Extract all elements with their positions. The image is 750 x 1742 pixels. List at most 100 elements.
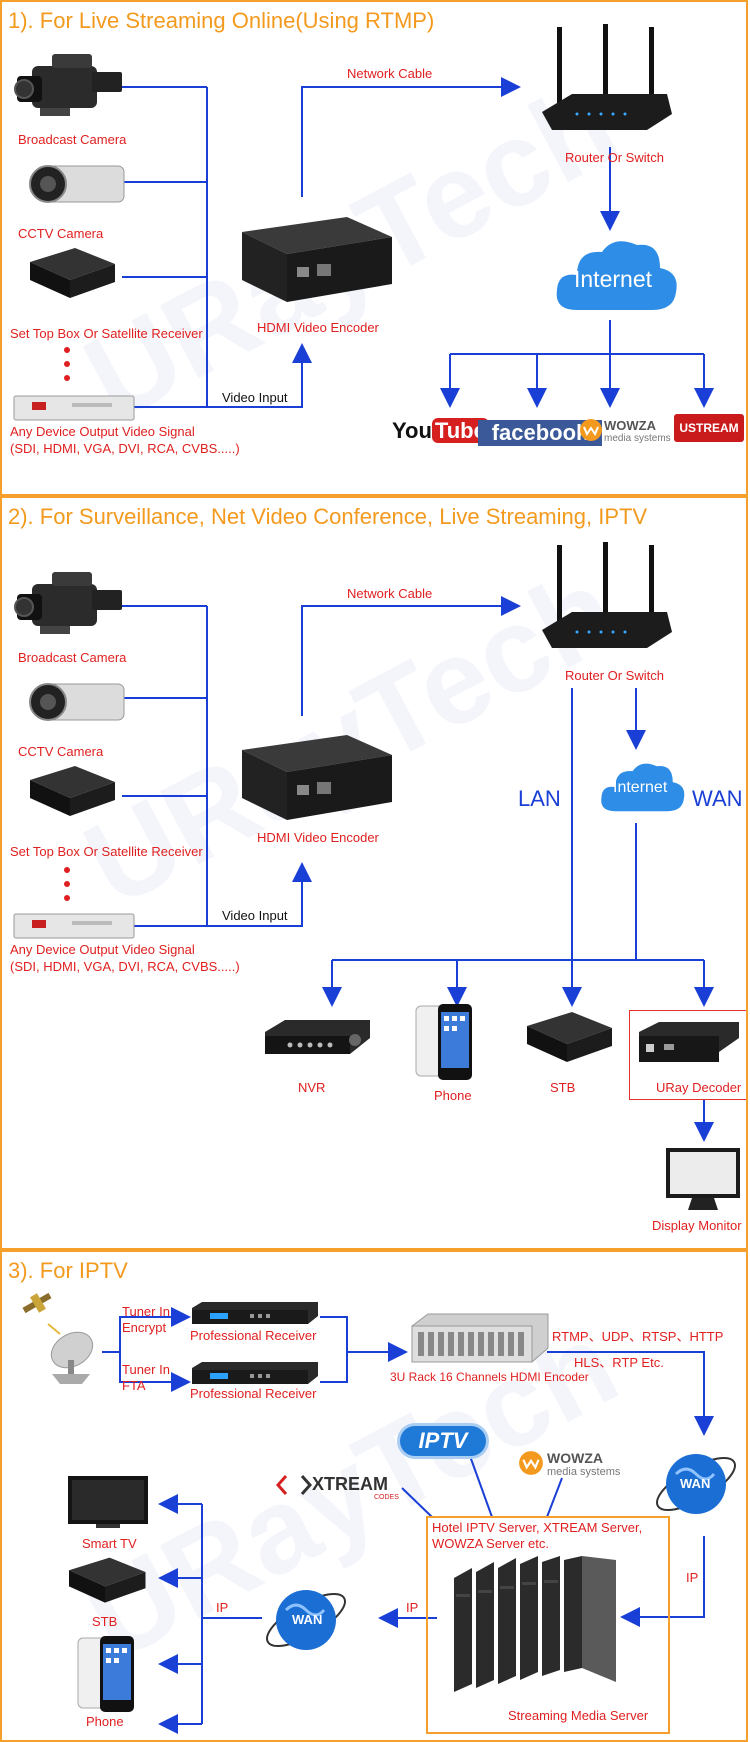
smart-tv-icon xyxy=(68,1476,148,1528)
output-label: Phone xyxy=(434,1088,472,1103)
source-label: Broadcast Camera xyxy=(18,650,127,665)
encoder-label: HDMI Video Encoder xyxy=(257,830,379,845)
output-label: Phone xyxy=(86,1714,124,1729)
rack-encoder-icon xyxy=(411,1313,549,1363)
xtream-icon xyxy=(276,1475,312,1495)
wowza-logo: WOWZA xyxy=(604,418,656,433)
any-device-line1: Any Device Output Video Signal xyxy=(10,942,195,957)
xtream-logo: XTREAM xyxy=(312,1474,388,1494)
display-monitor-icon xyxy=(666,1148,740,1210)
wan-globe-icon xyxy=(266,1590,346,1650)
dvd-device-icon xyxy=(13,395,135,421)
wowza-logo: WOWZA xyxy=(547,1450,603,1466)
encoder-label: HDMI Video Encoder xyxy=(257,320,379,335)
receiver-label: Professional Receiver xyxy=(190,1328,317,1343)
stb-icon xyxy=(69,1557,146,1603)
stb-icon xyxy=(527,1012,612,1062)
dvd-device-icon xyxy=(13,913,135,939)
section-1-wires xyxy=(64,77,714,408)
tuner-encrypt-1: Tuner In xyxy=(122,1304,170,1319)
section-2-wires xyxy=(64,596,714,1142)
output-label: STB xyxy=(550,1080,576,1095)
section-3-title: 3). For IPTV xyxy=(8,1258,128,1283)
network-cable-label: Network Cable xyxy=(347,586,433,601)
ustream-logo: USTREAM xyxy=(674,414,744,442)
router-icon xyxy=(542,24,672,130)
any-device-line2: (SDI, HDMI, VGA, DVI, RCA, CVBS.....) xyxy=(10,959,240,974)
ip-label: IP xyxy=(216,1600,229,1615)
youtube-you: You xyxy=(392,418,432,443)
section-3-panel: 3). For IPTV URayTech xyxy=(0,1250,748,1742)
section-1-panel: 1). For Live Streaming Online(Using RTMP… xyxy=(0,0,748,496)
server-name: Streaming Media Server xyxy=(508,1708,649,1723)
rack-label: 3U Rack 16 Channels HDMI Encoder xyxy=(390,1370,589,1384)
protocols-line1: RTMP、UDP、RTSP、HTTP xyxy=(552,1329,724,1344)
nvr-icon xyxy=(265,1020,370,1054)
output-label: Smart TV xyxy=(82,1536,137,1551)
tuner-encrypt-2: Encrypt xyxy=(122,1320,167,1335)
cctv-camera-icon xyxy=(29,165,125,203)
router-label: Router Or Switch xyxy=(565,668,664,683)
phone-icon xyxy=(77,1636,134,1712)
protocols-line2: HLS、RTP Etc. xyxy=(574,1355,664,1370)
server-line1: Hotel IPTV Server, XTREAM Server, xyxy=(432,1520,643,1535)
source-label: Set Top Box Or Satellite Receiver xyxy=(10,844,203,859)
section-2-panel: 2). For Surveillance, Net Video Conferen… xyxy=(0,496,748,1250)
iptv-badge: IPTV xyxy=(400,1426,486,1456)
any-device-line1: Any Device Output Video Signal xyxy=(10,424,195,439)
video-input-label: Video Input xyxy=(222,908,288,923)
xtream-sub: CODES xyxy=(374,1494,399,1501)
wowza-sub: media systems xyxy=(604,433,671,444)
section-2-title: 2). For Surveillance, Net Video Conferen… xyxy=(8,504,648,529)
server-box xyxy=(426,1516,670,1734)
wowza-icon xyxy=(580,419,602,441)
router-label: Router Or Switch xyxy=(565,150,664,165)
router-icon xyxy=(542,542,672,648)
wan-label: WAN xyxy=(680,1476,711,1491)
uray-decoder-icon xyxy=(639,1022,739,1062)
ip-label: IP xyxy=(686,1570,699,1585)
source-label: CCTV Camera xyxy=(18,744,104,759)
ip-label: IP xyxy=(406,1600,419,1615)
internet-label: Internet xyxy=(574,266,652,292)
phone-icon xyxy=(415,1004,472,1080)
cctv-camera-icon xyxy=(29,683,125,721)
wan-label: WAN xyxy=(292,1612,323,1627)
professional-receiver-icon xyxy=(192,1362,318,1384)
server-rack-icon xyxy=(454,1556,616,1692)
server-line2: WOWZA Server etc. xyxy=(432,1536,550,1551)
receiver-label: Professional Receiver xyxy=(190,1386,317,1401)
broadcast-camera-icon xyxy=(14,572,122,634)
set-top-box-icon xyxy=(30,248,115,298)
satellite-dish-icon xyxy=(22,1292,94,1384)
decoder-box xyxy=(629,1010,746,1100)
wan-globe-icon xyxy=(656,1454,736,1514)
display-label: Display Monitor xyxy=(652,1218,742,1233)
lan-label: LAN xyxy=(518,786,561,811)
network-cable-label: Network Cable xyxy=(347,66,433,81)
set-top-box-icon xyxy=(30,766,115,816)
internet-label: Internet xyxy=(613,779,668,796)
source-label: Broadcast Camera xyxy=(18,132,127,147)
internet-cloud-icon xyxy=(556,241,677,310)
tuner-fta-2: FTA xyxy=(122,1378,146,1393)
internet-cloud-icon xyxy=(601,763,685,812)
hdmi-encoder-icon xyxy=(242,217,392,302)
professional-receiver-icon xyxy=(192,1302,318,1324)
section-1-title: 1). For Live Streaming Online(Using RTMP… xyxy=(8,8,435,33)
output-label: URay Decoder xyxy=(656,1080,742,1095)
wowza-icon xyxy=(519,1451,543,1475)
output-label: STB xyxy=(92,1614,118,1629)
section-3-wires xyxy=(102,1307,714,1734)
source-label: Set Top Box Or Satellite Receiver xyxy=(10,326,203,341)
video-input-label: Video Input xyxy=(222,390,288,405)
source-label: CCTV Camera xyxy=(18,226,104,241)
output-label: NVR xyxy=(298,1080,326,1095)
broadcast-camera-icon xyxy=(14,54,122,116)
wan-label: WAN xyxy=(692,786,743,811)
hdmi-encoder-icon xyxy=(242,735,392,820)
tuner-fta-1: Tuner In xyxy=(122,1362,170,1377)
any-device-line2: (SDI, HDMI, VGA, DVI, RCA, CVBS.....) xyxy=(10,441,240,456)
wowza-sub: media systems xyxy=(547,1466,621,1478)
